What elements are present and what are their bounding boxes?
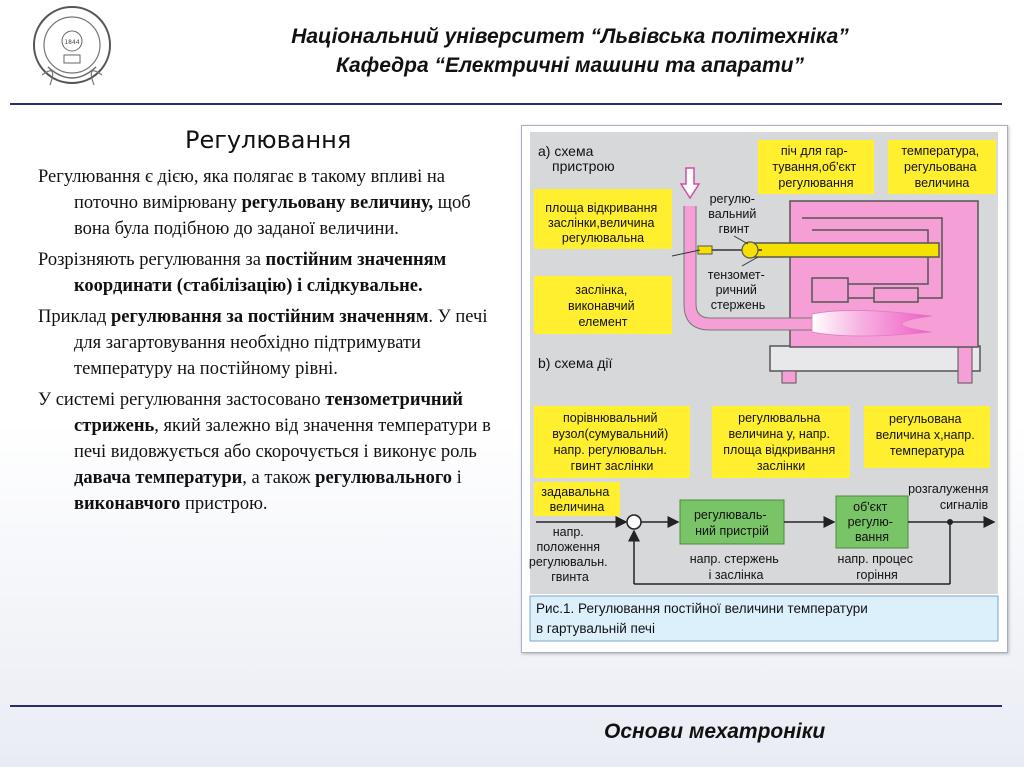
svg-text:напр. стержень і заслі: напр. стержень і заслінка bbox=[690, 552, 782, 582]
caption-band bbox=[529, 595, 999, 642]
figure-panel: Рис.1. Регулювання постійної величини те… bbox=[521, 125, 1008, 653]
figure-caption-line1: Рис.1. Регулювання постійної величини те… bbox=[536, 601, 868, 616]
label-regulated-quantity: регульована величина x,напр. температура bbox=[864, 406, 990, 468]
label-strain-rod: тензомет- ричний стержень bbox=[708, 256, 769, 312]
svg-text:об'єкт регулю-: об'єкт регулю- вання bbox=[848, 500, 897, 544]
svg-text:температура, регульова: температура, регульована величина bbox=[901, 144, 982, 190]
svg-text:напр. процес горіння: напр. процес горіння bbox=[838, 552, 917, 582]
label-damper-actuator: заслінка, виконавчий елемент bbox=[534, 249, 701, 334]
paragraph-2: Розрізняють регулювання за постійним зна… bbox=[38, 250, 447, 296]
paragraph-4: У системі регулювання застосовано тензом… bbox=[38, 390, 491, 514]
svg-text:регульована величина x: регульована величина x,напр. температура bbox=[876, 412, 978, 458]
paragraph-1: Регулювання є дією, яка полягає в такому… bbox=[38, 167, 471, 239]
slide-title: Регулювання bbox=[185, 126, 352, 154]
header-divider bbox=[10, 103, 1002, 105]
svg-text:піч для гар- тування,: піч для гар- тування,об'єкт регулювання bbox=[772, 144, 859, 190]
svg-text:задавальна величина: задавальна величина bbox=[541, 485, 613, 514]
svg-text:1844: 1844 bbox=[64, 39, 79, 46]
svg-text:заслінка, виконавчий: заслінка, виконавчий елемент bbox=[568, 283, 638, 329]
body-text: Регулювання є дією, яка полягає в такому… bbox=[38, 164, 508, 522]
course-title: Основи мехатроніки bbox=[604, 720, 826, 743]
paragraph-3: Приклад регулювання за постійним значенн… bbox=[38, 307, 488, 379]
svg-text:порівнювальний вузол(с: порівнювальний вузол(сумувальний) напр. … bbox=[552, 411, 671, 473]
svg-text:регулювальна величина: регулювальна величина y, напр. площа від… bbox=[723, 411, 839, 473]
label-regulating-quantity: регулювальна величина y, напр. площа від… bbox=[712, 406, 850, 478]
svg-text:розгалуження сигналів: розгалуження сигналів bbox=[908, 482, 992, 512]
label-combustion: напр. процес горіння bbox=[838, 552, 917, 582]
header: Національний університет “Львівська полі… bbox=[140, 22, 1000, 80]
label-setpoint: задавальна величина bbox=[534, 482, 620, 516]
label-actuator: напр. стержень і заслінка bbox=[690, 552, 782, 582]
svg-text:площа відкривання засл: площа відкривання заслінки,величина регу… bbox=[545, 201, 661, 245]
regulator-block bbox=[679, 499, 785, 545]
label-damper-area: площа відкривання заслінки,величина регу… bbox=[534, 189, 672, 249]
svg-text:тензомет- ричний: тензомет- ричний стержень bbox=[708, 268, 769, 312]
svg-text:регулюваль- ний пристр: регулюваль- ний пристрій bbox=[694, 508, 770, 538]
footer-divider bbox=[10, 705, 1002, 707]
svg-text:регулю- вальний: регулю- вальний гвинт bbox=[708, 192, 760, 236]
label-screw-position: напр. положення регулювальн. гвинта bbox=[529, 525, 611, 584]
svg-text:напр. положення: напр. положення регулювальн. гвинта bbox=[529, 525, 611, 584]
furnace-drawing bbox=[679, 167, 981, 384]
block-diagram: регулюваль- ний пристрій об'єкт регулю- … bbox=[536, 495, 996, 585]
section-b-label: b) схема дії bbox=[538, 355, 613, 371]
figure-caption-line2: в гартувальній печі bbox=[536, 621, 655, 636]
department-name: Кафедра “Електричні машини та апарати” bbox=[336, 54, 804, 77]
label-adjusting-screw: регулю- вальний гвинт bbox=[708, 192, 760, 245]
university-logo: 1844 bbox=[28, 3, 116, 95]
object-block bbox=[835, 495, 909, 549]
label-comparator: порівнювальний вузол(сумувальний) напр. … bbox=[534, 406, 690, 478]
label-signal-branching: розгалуження сигналів bbox=[908, 482, 992, 512]
label-furnace: піч для гар- тування,об'єкт регулювання bbox=[758, 140, 874, 194]
label-temperature: температура, регульована величина bbox=[888, 140, 996, 194]
section-a-label: а) схема пристрою bbox=[538, 143, 615, 174]
university-name: Національний університет “Львівська полі… bbox=[291, 25, 849, 48]
